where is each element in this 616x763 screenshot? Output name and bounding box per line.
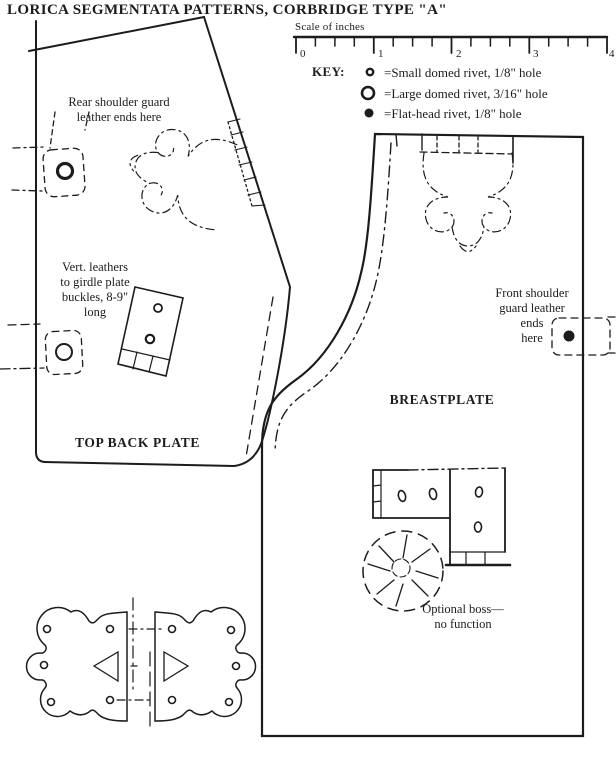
scale-ruler <box>292 35 609 54</box>
key-heading: KEY: <box>312 64 345 79</box>
boss-note: Optional boss— no function <box>422 602 504 631</box>
key-item-large-domed: =Large domed rivet, 3/16" hole <box>384 86 548 101</box>
ruler-tick-2: 2 <box>456 48 462 60</box>
vert-leathers-note: Vert. leathers to girdle plate buckles, … <box>60 260 130 319</box>
small-domed-rivet <box>473 521 483 533</box>
vert-leathers-patch <box>0 323 84 376</box>
flat-head-rivet <box>563 330 575 342</box>
key-item-small-domed: =Small domed rivet, 1/8" hole <box>384 65 542 80</box>
ruler-tick-4: 4 <box>609 48 615 60</box>
breastplate-outline <box>260 132 585 738</box>
triangle-cutout <box>92 650 119 683</box>
large-domed-rivet-icon <box>360 85 376 101</box>
breastplate-label: BREASTPLATE <box>389 392 495 407</box>
triangle-cutout <box>163 650 190 683</box>
ruler-tick-3: 3 <box>533 48 539 60</box>
breastplate-buckles <box>372 467 512 567</box>
optional-boss <box>362 530 444 612</box>
key-item-flat-head: =Flat-head rivet, 1/8" hole <box>384 106 522 121</box>
small-domed-rivet <box>397 489 407 503</box>
ruler-tick-0: 0 <box>300 48 306 60</box>
small-domed-rivet <box>153 303 163 313</box>
scale-label: Scale of inches <box>295 21 365 33</box>
hinge-rivets <box>39 624 241 707</box>
large-domed-rivet <box>55 161 75 181</box>
front-shoulder-note: Front shoulder guard leather ends here <box>495 286 569 345</box>
front-shoulder-leather-patch <box>551 316 616 356</box>
key-symbols <box>360 67 376 118</box>
top-back-plate-outline <box>28 16 292 468</box>
top-back-plate-label: TOP BACK PLATE <box>75 435 200 450</box>
back-plate-buckle <box>117 286 184 377</box>
decorative-hinge <box>25 597 257 730</box>
ruler-tick-1: 1 <box>378 48 384 60</box>
small-domed-rivet <box>428 487 438 501</box>
back-plate-hinge-cutout <box>117 117 238 232</box>
small-domed-rivet <box>474 486 484 498</box>
page-title: LORICA SEGMENTATA PATTERNS, CORBRIDGE TY… <box>7 2 448 18</box>
small-domed-rivet-icon <box>365 67 375 77</box>
small-domed-rivet <box>144 333 156 345</box>
rear-shoulder-note: Rear shoulder guard leather ends here <box>68 95 170 124</box>
rear-shoulder-leather-patch <box>11 111 90 198</box>
flat-head-rivet-icon <box>364 108 374 118</box>
hinge-pin-lines <box>116 597 165 730</box>
breastplate-hinge-cutout <box>422 152 514 253</box>
large-domed-rivet <box>55 343 73 361</box>
